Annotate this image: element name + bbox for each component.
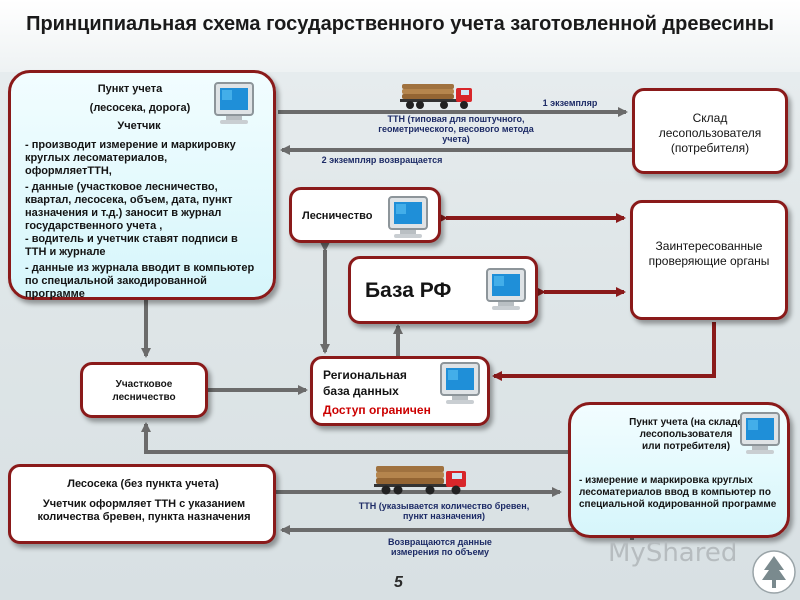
interested-label: Заинтересованные проверяющие органы <box>648 239 770 268</box>
label-ttn-bottom: ТТН (указывается количество бревен, пунк… <box>358 501 530 521</box>
point-forest-subtitle: (лесосека, дорога) <box>89 102 191 114</box>
log-truck-icon <box>400 84 472 109</box>
warehouse-label: Склад лесопользователя (потребителя) <box>658 111 762 155</box>
district-forestry-box: Участковое лесничество <box>80 362 208 418</box>
point-forest-item-2: - данные (участковое лесничество, кварта… <box>25 181 233 232</box>
point-warehouse-title: Пункт учета (на складе лесопользователя … <box>629 417 743 452</box>
computer-icon <box>440 362 480 404</box>
arrow-warehousepoint-district <box>141 422 568 454</box>
label-copy1: 1 экземпляр <box>542 98 598 108</box>
district-forestry-label: Участковое лесничество <box>112 379 176 403</box>
point-warehouse-item: - измерение и маркировка круглых лесомат… <box>579 475 777 510</box>
interested-box: Заинтересованные проверяющие органы <box>630 200 788 320</box>
cutting-box: Лесосека (без пункта учета) Учетчик офор… <box>8 464 276 544</box>
log-truck-icon <box>374 466 466 495</box>
label-returned: Возвращаются данные измерения по объему <box>388 537 492 557</box>
label-copy2: 2 экземпляр возвращается <box>321 155 443 165</box>
forestry-label: Лесничество <box>302 210 373 222</box>
title-band <box>0 0 800 72</box>
cutting-text: Учетчик оформляет ТТН с указанием количе… <box>37 498 251 523</box>
regional-db-access: Доступ ограничен <box>323 403 431 417</box>
point-warehouse-box: Пункт учета (на складе лесопользователя … <box>568 402 790 538</box>
computer-icon <box>214 82 254 124</box>
page-title: Принципиальная схема государственного уч… <box>26 13 774 35</box>
page-number: 5 <box>394 574 403 591</box>
computer-icon <box>740 412 780 454</box>
regional-db-line2: база данных <box>323 384 399 398</box>
cutting-title: Лесосека (без пункта учета) <box>67 478 219 490</box>
myshared-logo: MyShared <box>608 538 738 568</box>
base-rf-label: База РФ <box>365 279 452 302</box>
arrow-interested-regional <box>492 322 716 381</box>
point-forest-title: Пункт учета <box>97 83 163 95</box>
point-forest-item-1: - производит измерение и маркировку круг… <box>25 139 236 177</box>
warehouse-box: Склад лесопользователя (потребителя) <box>632 88 788 174</box>
tree-logo <box>752 550 796 594</box>
regional-db-line1: Региональная <box>323 368 407 382</box>
point-forest-item-3: - водитель и учетчик ставят подписи в ТТ… <box>25 233 238 258</box>
point-forest-role: Учетчик <box>117 120 161 132</box>
computer-icon <box>486 268 526 310</box>
point-forest-item-4: - данные из журнала вводит в компьютер п… <box>25 262 255 300</box>
label-ttn-top: ТТН (типовая для поштучного, геометричес… <box>378 114 534 144</box>
computer-icon <box>388 196 428 238</box>
